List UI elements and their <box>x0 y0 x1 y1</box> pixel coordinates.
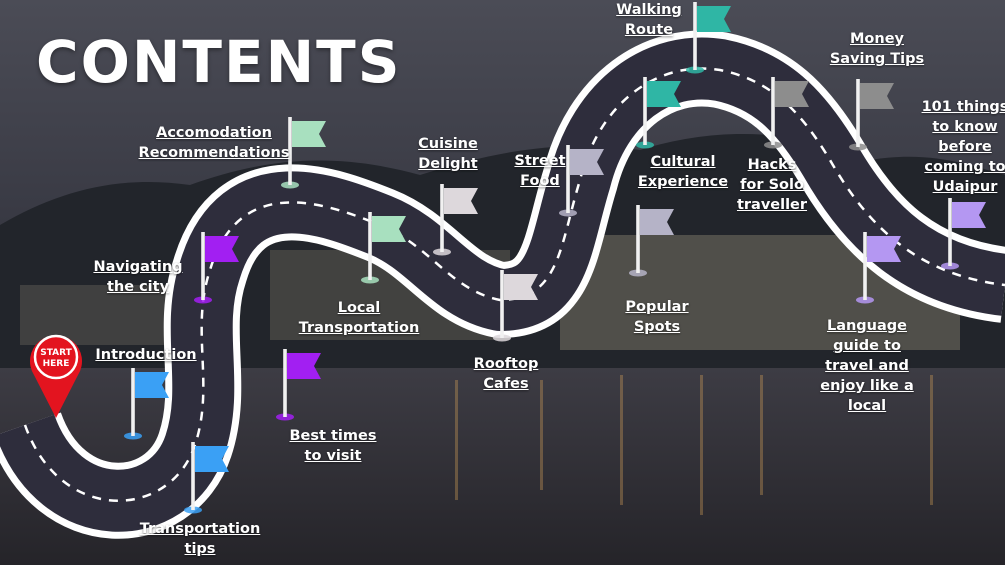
start-pin-line2: HERE <box>43 359 70 369</box>
flag-icon[interactable] <box>433 184 478 256</box>
flag-icon[interactable] <box>764 77 809 149</box>
winding-road <box>0 30 1005 539</box>
flag-icon[interactable] <box>361 212 406 284</box>
flag-icon[interactable] <box>276 349 321 421</box>
light-reflections <box>455 375 933 515</box>
start-pin-line1: START <box>40 348 72 358</box>
flag-icon[interactable] <box>629 205 674 277</box>
flag-icon[interactable] <box>281 117 326 189</box>
stop-label[interactable]: Rooftop Cafes <box>473 356 539 392</box>
page-title: CONTENTS <box>36 28 402 96</box>
flag-icon[interactable] <box>636 77 681 149</box>
flag-icon[interactable] <box>194 232 239 304</box>
flag-icon[interactable] <box>559 145 604 217</box>
flag-icon[interactable] <box>124 368 169 440</box>
start-pin-icon[interactable]: START HERE <box>30 334 82 418</box>
flag-icon[interactable] <box>686 2 731 74</box>
flag-icon[interactable] <box>849 79 894 151</box>
stop-label[interactable]: Walking Route <box>616 2 682 38</box>
flag-group <box>124 2 986 514</box>
flag-icon[interactable] <box>856 232 901 304</box>
stop-label[interactable]: Introduction <box>95 347 197 363</box>
flag-icon[interactable] <box>941 198 986 270</box>
flag-icon[interactable] <box>184 442 229 514</box>
flag-icon[interactable] <box>493 270 538 342</box>
